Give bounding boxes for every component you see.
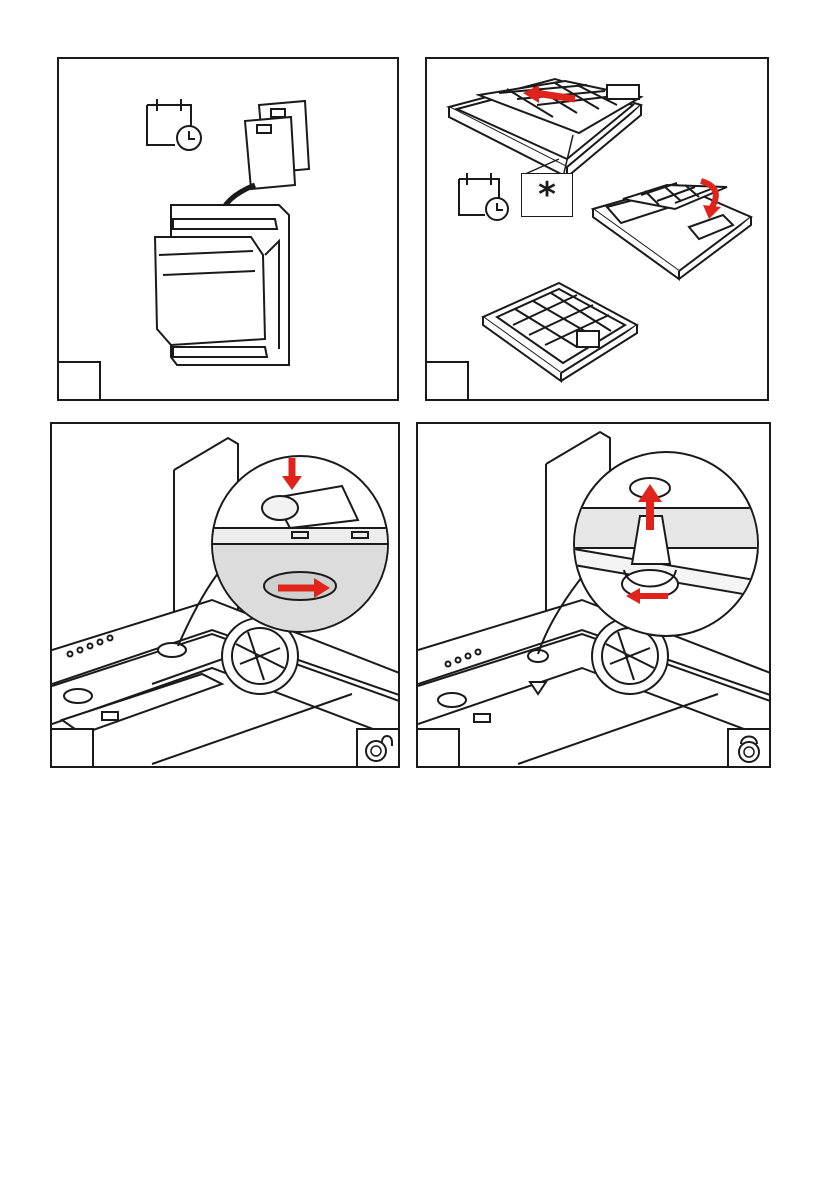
panel-lamp-remove	[50, 422, 400, 768]
calendar-clock-icon	[459, 173, 508, 220]
dishwasher-illustration	[59, 59, 399, 401]
unlock-icon	[356, 728, 400, 768]
carbon-filter-illustration	[427, 59, 769, 401]
lamp-install-illustration	[418, 424, 771, 768]
step-number-box	[57, 361, 101, 401]
panel-dishwasher-filter	[57, 57, 399, 401]
calendar-clock-icon	[147, 99, 201, 150]
step-number-box	[416, 728, 460, 768]
dishwasher-icon	[155, 205, 289, 365]
lock-icon	[727, 728, 771, 768]
panel-lamp-install	[416, 422, 771, 768]
grease-filter-icon	[245, 101, 309, 189]
step-number-box	[425, 361, 469, 401]
asterisk-note-box: *	[521, 173, 573, 217]
step-number-box	[50, 728, 94, 768]
panel-carbon-filter: *	[425, 57, 769, 401]
lamp-remove-illustration	[52, 424, 400, 768]
